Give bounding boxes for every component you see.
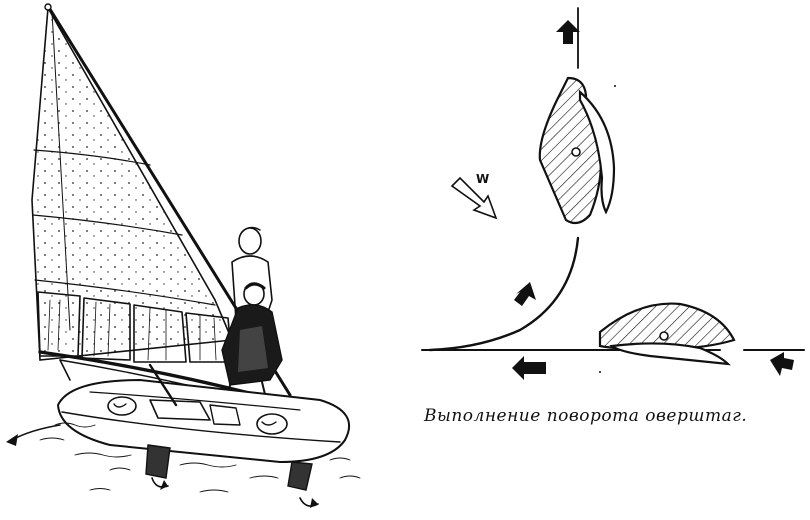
board-lower (598, 302, 736, 366)
direction-arrow-icon (770, 352, 794, 376)
wind-label: W (476, 172, 490, 186)
direction-arrow-icon (556, 20, 580, 44)
board-upper (538, 76, 616, 225)
sailors (221, 226, 283, 421)
wind-arrow-icon (450, 176, 498, 220)
figure-caption: Выполнение поворота оверштаг. (424, 406, 748, 426)
direction-arrow-icon (512, 356, 546, 380)
sail (31, 5, 234, 361)
water (39, 422, 361, 493)
sail-windows (37, 291, 233, 363)
sailboat-illustration-icon (6, 3, 361, 508)
direction-arrow-icon (514, 282, 536, 306)
tack-path (428, 236, 580, 352)
